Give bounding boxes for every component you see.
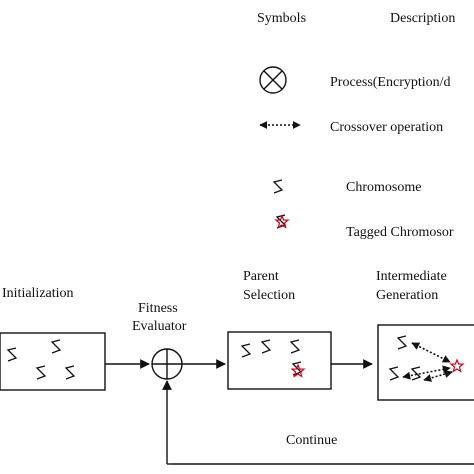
crossover-arrows [402,342,453,382]
parent-label-line1: Parent [243,269,279,284]
chromosome-icon [65,365,75,380]
chromosome-icon [290,339,300,354]
chromosome-icon [7,347,17,362]
chromosome-icon [51,339,61,354]
continue-label: Continue [286,433,337,448]
process-symbol-icon [259,66,287,94]
intermediate-label-line2: Generation [376,288,438,303]
intermediate-label-line1: Intermediate [376,269,447,284]
fitness-label-line1: Fitness [138,301,178,316]
legend-header-symbols: Symbols [257,11,306,26]
legend: Symbols Description Process(Encryption/d… [257,11,455,240]
legend-header-description: Description [390,11,455,26]
chromosome-icon [36,365,46,380]
parent-label-line2: Selection [243,288,295,303]
fitness-label-line2: Evaluator [132,319,187,334]
legend-crossover-desc: Crossover operation [330,120,443,135]
continue-loop [162,380,474,465]
flow: Initialization Fitness Evaluator Parent … [0,269,474,465]
legend-chromosome-desc: Chromosome [346,180,421,195]
initialization-box [0,332,106,391]
initialization-label: Initialization [2,286,74,301]
chromosome-icon [241,343,251,358]
legend-process-desc: Process(Encryption/d [330,75,451,90]
intermediate-generation-box [377,324,474,401]
chromosome-symbol-icon [273,179,283,194]
tagged-chromosome-icon [291,361,305,377]
chromosome-icon [389,366,399,381]
chromosome-icon [261,339,271,354]
chromosome-icon [397,335,407,350]
legend-tagged-desc: Tagged Chromosor [346,225,454,240]
fitness-evaluator-icon [151,348,183,380]
parent-selection-box [227,331,332,390]
tagged-star-icon [450,359,464,372]
tagged-chromosome-symbol-icon [275,214,289,229]
